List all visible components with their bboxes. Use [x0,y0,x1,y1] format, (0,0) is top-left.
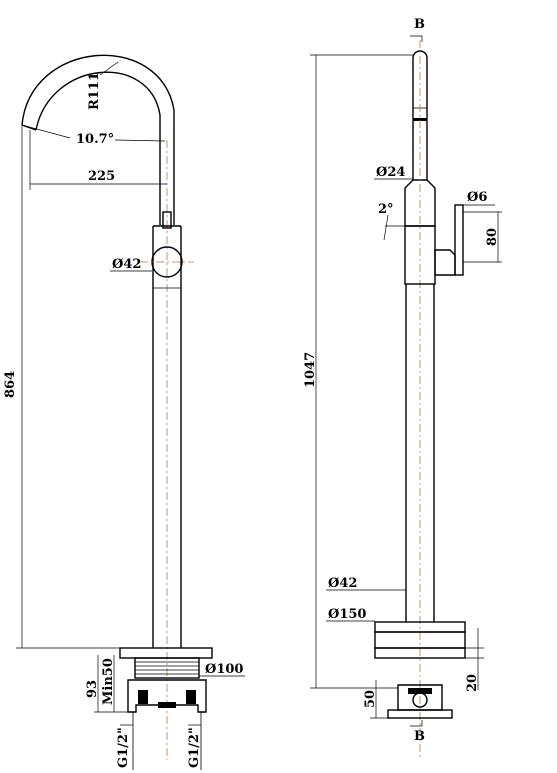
label-base-depth: 50 [363,690,378,708]
side-flange-bottom [374,647,466,659]
label-section-bottom: B [414,729,425,744]
side-view: B B Ø24 2° [303,17,502,760]
label-body-diameter-side: Ø42 [328,576,357,591]
section-mark-bottom [410,720,423,727]
front-valve-body [127,679,207,713]
front-flange [119,647,213,659]
label-section-top: B [414,17,425,32]
label-total-height: 1047 [303,352,318,388]
front-base-thread-lines [135,661,199,675]
label-flange-diameter: Ø150 [328,607,366,622]
dim-angle-leader [21,124,71,139]
side-valve-base [387,709,453,719]
label-thread-right: G1/2" [187,727,202,768]
section-mark-top [410,35,423,42]
label-handle-height: 80 [485,228,500,246]
side-handle-hub [434,249,456,276]
spout-arc-outer [21,54,175,225]
front-handle [162,211,172,229]
side-valve-port [412,692,428,708]
label-handle-diameter: Ø6 [467,190,487,205]
front-view: R111 10.7° 225 Ø42 864 Ø100 93 Min50 G1/… [3,54,245,770]
label-depth: 93 [85,680,100,698]
label-height-front: 864 [3,371,18,398]
front-base-block [134,657,200,679]
label-min: Min50 [101,658,116,705]
label-reach: 225 [88,169,115,184]
label-handle-angle: 2° [378,202,394,217]
label-body-diameter-front: Ø42 [112,257,141,272]
dim-angle-line [114,139,166,142]
front-valve-center [158,702,176,708]
side-hub-block [404,225,436,285]
label-flange-thickness: 20 [465,674,480,692]
dim-radius-line [99,61,119,76]
side-spout-aerator [413,118,427,121]
label-base-diameter: Ø100 [205,662,243,677]
label-spout-diameter: Ø24 [376,165,405,180]
side-handle-stem [454,204,464,276]
dim-handle-angle-arc [383,214,389,241]
label-thread-left: G1/2" [116,727,131,768]
side-valve-top [408,688,432,694]
spout-arc-inner [35,71,161,225]
label-angle: 10.7° [76,132,114,147]
front-valve-right-inlet [186,690,196,704]
front-valve-left-inlet [138,690,148,704]
label-radius: R111 [87,72,102,110]
